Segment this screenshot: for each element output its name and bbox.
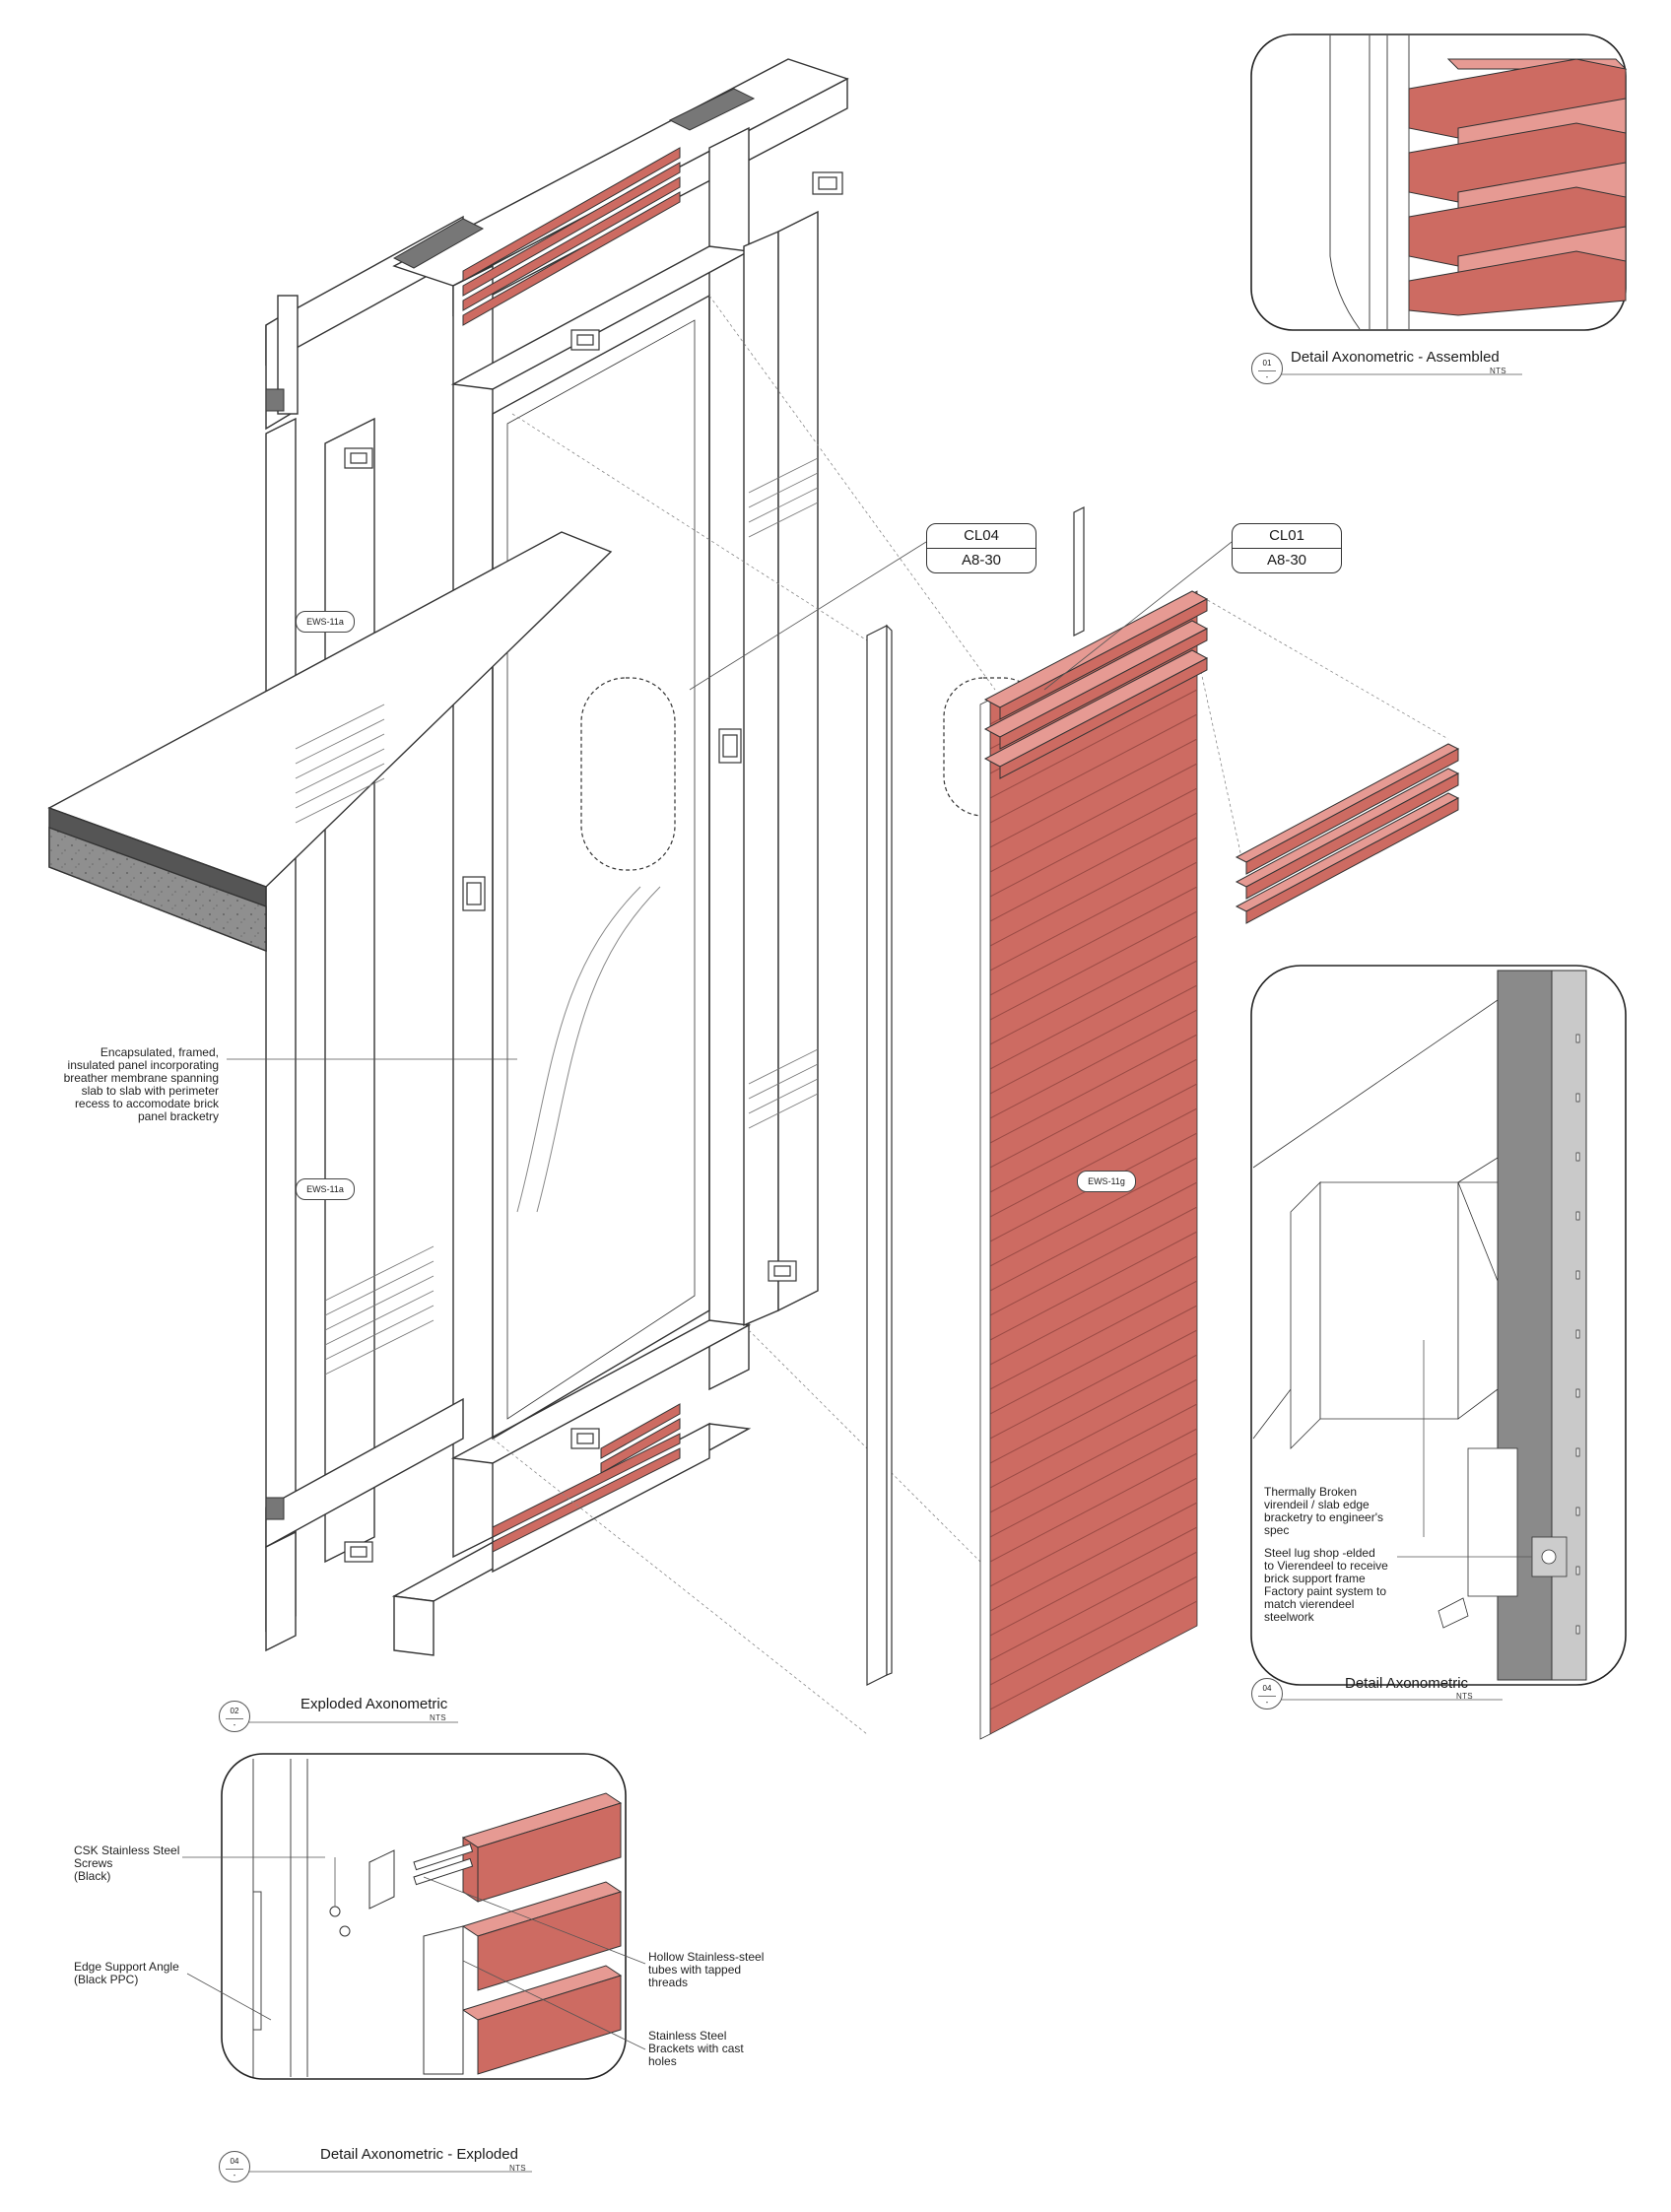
facade-frame — [265, 58, 849, 1656]
leaders — [227, 541, 1233, 1060]
detail-number-detail-exploded: 04- — [219, 2151, 250, 2182]
brackets-note: Stainless Steel Brackets with cast holes — [648, 2029, 744, 2068]
concrete-slab — [47, 531, 613, 953]
bottom-brick-louvres — [492, 1403, 681, 1553]
detail-number-assembled: 01- — [1251, 353, 1283, 384]
callout-cl04-code: CL04 — [964, 527, 999, 544]
brick-panel — [979, 590, 1198, 1740]
title-detail-axo: Detail Axonometric — [1345, 1675, 1469, 1692]
panel-note: Encapsulated, framed, insulated panel in… — [63, 1045, 219, 1123]
scale-detail-exploded: NTS — [509, 2164, 526, 2173]
bracketry-note: Thermally Broken virendeil / slab edge b… — [1264, 1485, 1384, 1537]
callout-cl01-code: CL01 — [1269, 527, 1304, 544]
detail-axonometric-frame — [1250, 965, 1627, 1686]
scale-detail-axo: NTS — [1456, 1692, 1473, 1701]
title-underlines — [222, 373, 1522, 2173]
edge-support-angle — [866, 624, 893, 1686]
glazing-railings — [295, 457, 819, 1375]
scale-assembled: NTS — [1490, 367, 1506, 375]
callout-cl04-sheet: A8-30 — [927, 548, 1036, 572]
top-brick-louvres — [462, 147, 681, 326]
tubes-note: Hollow Stainless-steel tubes with tapped… — [648, 1950, 765, 1989]
scale-exploded-axo: NTS — [430, 1713, 446, 1722]
panel-tag-brick: EWS-11g — [1077, 1171, 1136, 1192]
membrane-strip — [516, 886, 661, 1213]
rhs-sections — [344, 171, 843, 1563]
panel-tag-upper: EWS-11a — [296, 611, 355, 633]
detail-number-detail-axo: 04- — [1251, 1678, 1283, 1709]
detail-number-exploded-axo: 02- — [219, 1701, 250, 1732]
side-louvres — [1235, 743, 1460, 924]
loose-louvres-top — [983, 590, 1209, 779]
detail-exploded-frame — [182, 1753, 646, 2080]
title-exploded-axo: Exploded Axonometric — [301, 1696, 448, 1712]
lug-note: Steel lug shop -elded to Vierendeel to r… — [1264, 1546, 1388, 1624]
callout-cl04[interactable]: CL04 A8-30 — [926, 523, 1036, 573]
end-caps — [265, 88, 756, 1520]
title-assembled: Detail Axonometric - Assembled — [1291, 349, 1500, 366]
callout-cl01-sheet: A8-30 — [1233, 548, 1341, 572]
bracket-rail — [1073, 506, 1085, 637]
panel-tag-lower: EWS-11a — [296, 1178, 355, 1200]
screws-note: CSK Stainless Steel Screws (Black) — [74, 1843, 180, 1883]
angle-note: Edge Support Angle (Black PPC) — [74, 1960, 179, 1986]
callout-cl01[interactable]: CL01 A8-30 — [1232, 523, 1342, 573]
title-detail-exploded: Detail Axonometric - Exploded — [320, 2146, 518, 2163]
detail-assembled-frame — [1250, 34, 1628, 331]
